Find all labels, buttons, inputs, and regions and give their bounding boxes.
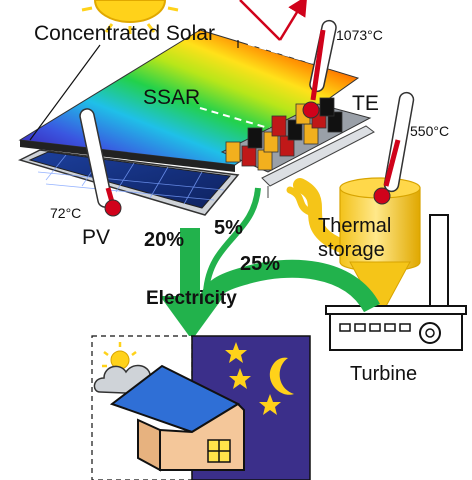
te-module xyxy=(220,97,375,198)
thermometer-mid-icon xyxy=(373,91,415,205)
thermal-storage-label-line1: Thermal xyxy=(318,215,391,237)
house-icon xyxy=(109,364,245,472)
turbine-building xyxy=(325,214,467,351)
concentrated-solar-leaders xyxy=(29,40,239,141)
temperature-mid-label: 550°C xyxy=(410,123,449,139)
electricity-flow-arrows xyxy=(160,187,380,340)
star-icons xyxy=(225,342,281,415)
electricity-label: Electricity xyxy=(146,288,237,309)
turbine-percent-label: 25% xyxy=(240,253,280,275)
te-label: TE xyxy=(352,92,379,115)
pv-percent-label: 20% xyxy=(144,229,184,251)
thermal-storage-label-line2: storage xyxy=(318,239,385,261)
pv-label: PV xyxy=(82,226,110,249)
te-percent-label: 5% xyxy=(214,217,243,239)
house-window xyxy=(207,439,231,463)
thermometer-low-icon xyxy=(79,108,122,217)
sun-icon xyxy=(81,0,179,34)
pv-panel xyxy=(17,149,240,216)
house-panel xyxy=(91,335,311,480)
solar-rays xyxy=(239,0,308,41)
temperature-low-label: 72°C xyxy=(50,205,81,221)
turbine-label: Turbine xyxy=(350,363,417,385)
thermometer-high-icon xyxy=(302,19,337,119)
concentrated-solar-label: Concentrated Solar xyxy=(34,22,215,45)
temperature-high-label: 1073°C xyxy=(336,27,383,43)
moon-icon xyxy=(269,357,294,395)
ssar-label: SSAR xyxy=(143,86,200,109)
